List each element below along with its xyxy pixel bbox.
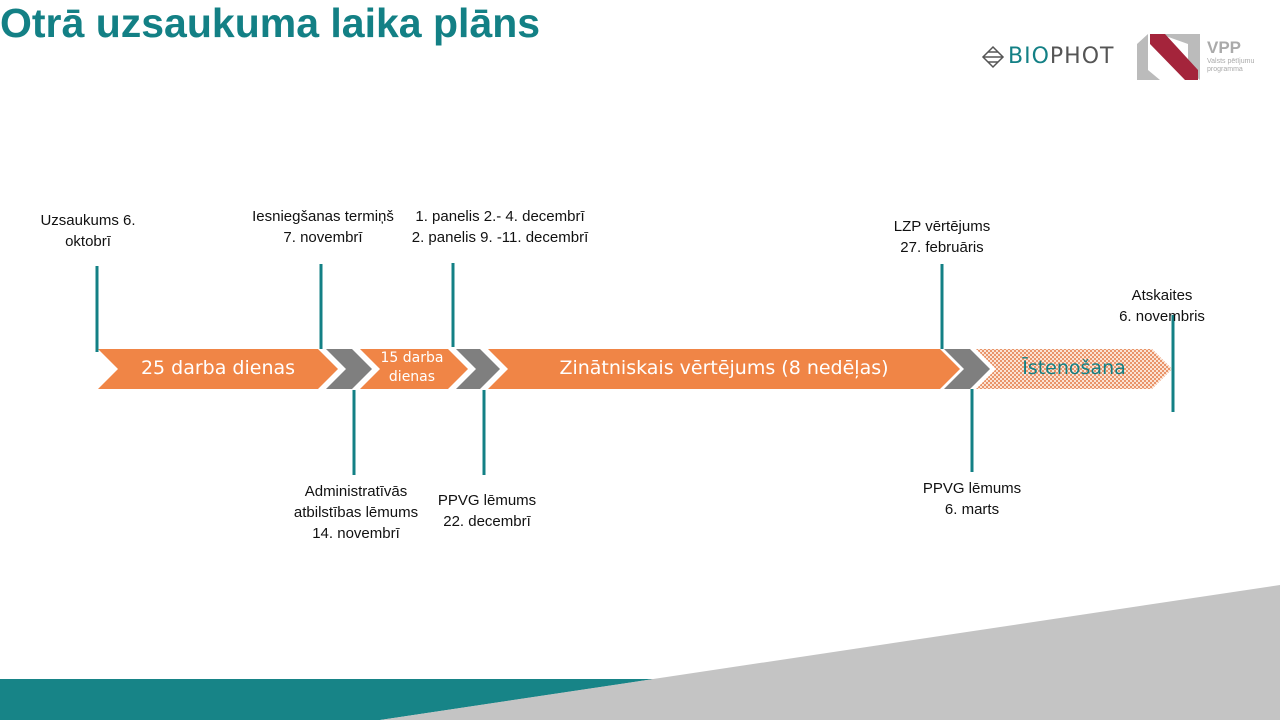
phase-arrow-3 bbox=[488, 349, 960, 389]
phase-label-4: Īstenošana bbox=[1022, 357, 1126, 379]
phase-arrow-1 bbox=[98, 349, 338, 389]
phase-arrow-2 bbox=[360, 349, 468, 389]
phase-label-3: Zinātniskais vērtējums (8 nedēļas) bbox=[559, 357, 889, 379]
vpp-logo bbox=[1137, 34, 1200, 80]
page-title: Otrā uzsaukuma laika plāns bbox=[0, 0, 541, 46]
phase-label-1: 25 darba dienas bbox=[140, 357, 296, 379]
gray-band bbox=[380, 585, 1280, 720]
chevron-gray-3 bbox=[944, 349, 990, 389]
teal-band bbox=[0, 679, 654, 720]
chevron-gray-1 bbox=[326, 349, 372, 389]
chevron-gray-2 bbox=[456, 349, 500, 389]
biophot-icon bbox=[981, 45, 1005, 69]
biophot-logo: BIOPHOT bbox=[1008, 44, 1115, 69]
milestone-call-open: Uzsaukums 6.oktobrī bbox=[40, 212, 136, 250]
phase-arrow-4 bbox=[976, 349, 1172, 389]
vpp-logo-title: VPP bbox=[1207, 38, 1242, 57]
